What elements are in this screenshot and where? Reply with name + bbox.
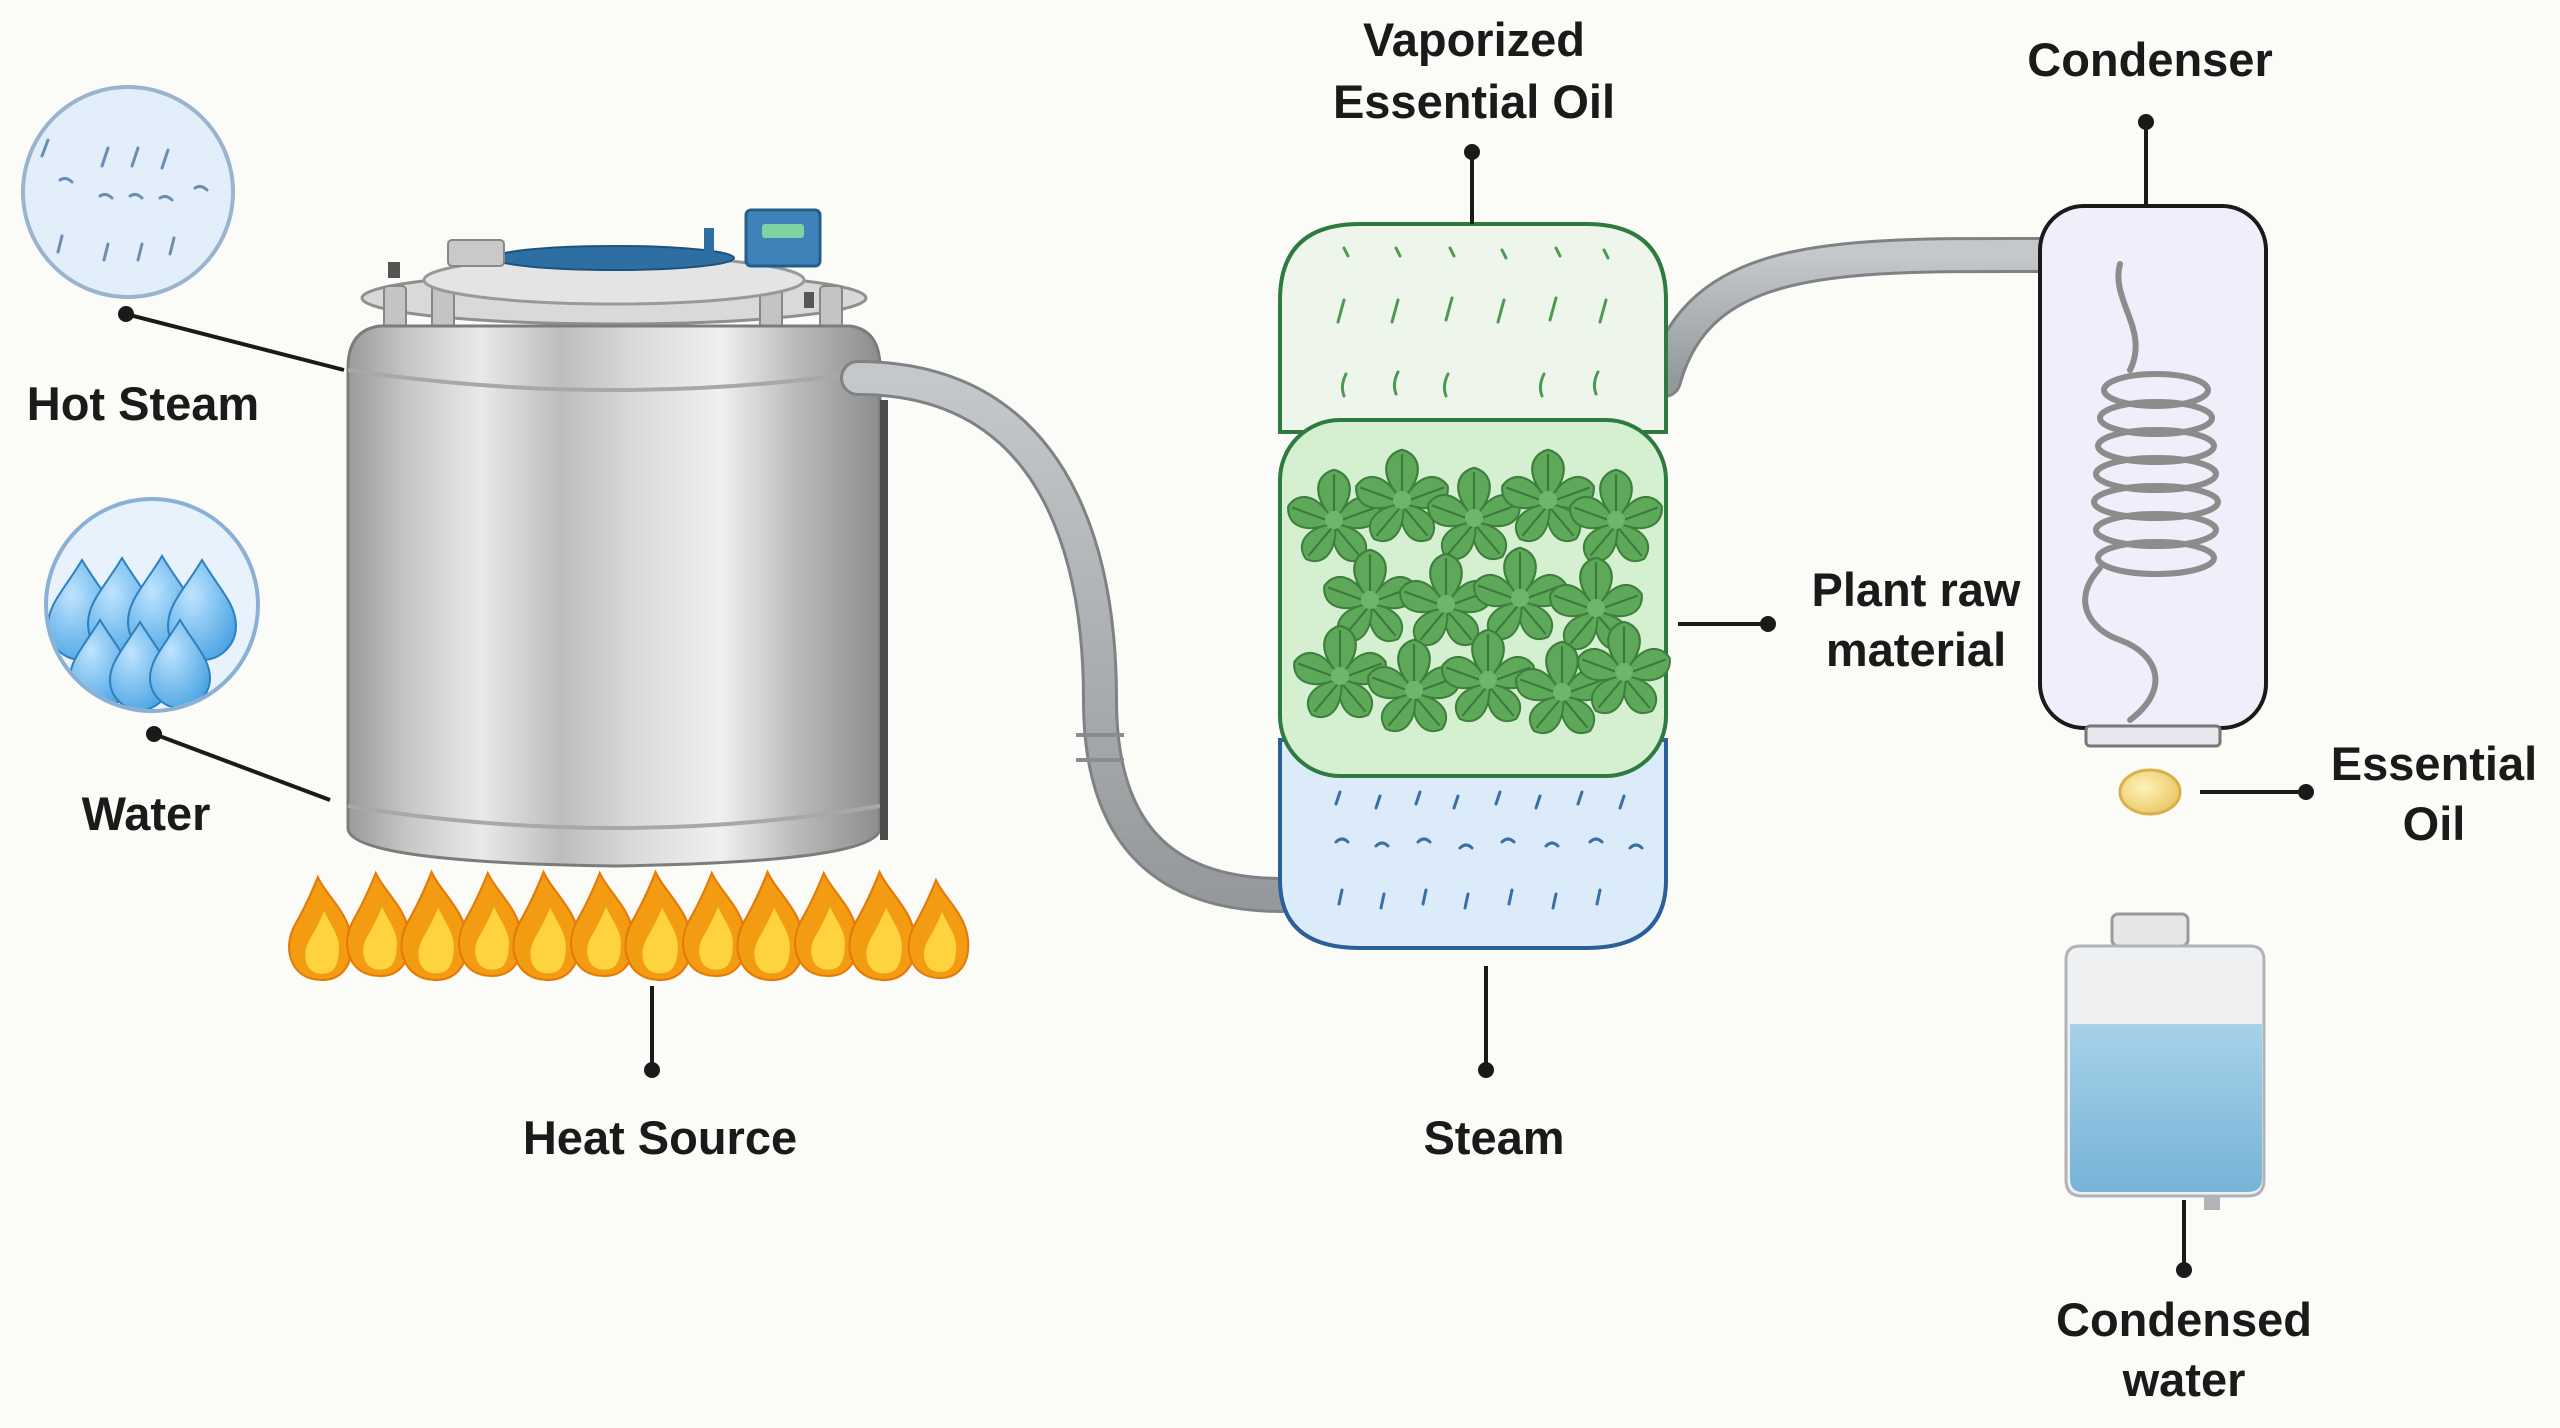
vaporized-leader-dot	[1464, 144, 1480, 160]
condenser	[2038, 204, 2268, 748]
water-label: Water	[82, 787, 211, 840]
hot-steam-leader-line	[125, 312, 345, 372]
condenser-leader-dot	[2138, 114, 2154, 130]
vaporized-label-line1: Vaporized	[1363, 13, 1585, 66]
heat-source-leader-dot	[644, 1062, 660, 1078]
steam-tank-icon	[346, 208, 888, 868]
essential-oil-label-line1: Essential	[2331, 737, 2537, 790]
hot-steam-leader-dot	[118, 306, 134, 322]
flame-icon	[288, 871, 970, 982]
plant-label-line1: Plant raw	[1812, 563, 2021, 616]
steam-marks	[1334, 790, 1644, 910]
vapor-zone	[1278, 222, 1668, 434]
coil-icon	[2082, 261, 2221, 723]
essential-oil-leader-dot	[2298, 784, 2314, 800]
hot-steam-label: Hot Steam	[27, 377, 259, 430]
hot-steam-icon	[21, 85, 235, 299]
vaporized-label-line2: Essential Oil	[1333, 75, 1615, 128]
leaf-icon	[1283, 450, 1675, 740]
water-drops-icon	[44, 497, 260, 713]
heat-source-label: Heat Source	[523, 1111, 797, 1164]
distillation-column	[1278, 222, 1675, 950]
vapor-marks	[1336, 246, 1610, 398]
water-jug-icon	[2064, 912, 2266, 1210]
plant-leader-dot	[1760, 616, 1776, 632]
essential-oil-label-line2: Oil	[2403, 797, 2466, 850]
condensed-water-label-line2: water	[2122, 1353, 2246, 1406]
condenser-label: Condenser	[2027, 33, 2273, 86]
steam-zone	[1278, 738, 1668, 950]
pipe-column-to-condenser	[1646, 236, 2068, 398]
steam-label: Steam	[1423, 1111, 1564, 1164]
water-leader-dot	[146, 726, 162, 742]
oil-drop-icon	[2118, 768, 2182, 816]
condensed-water-label-line1: Condensed	[2056, 1293, 2312, 1346]
water-leader-line	[153, 732, 331, 802]
plant-label-line2: material	[1826, 623, 2006, 676]
pipe-tank-to-column	[840, 360, 1300, 913]
steam-leader-dot	[1478, 1062, 1494, 1078]
condensed-water-leader-dot	[2176, 1262, 2192, 1278]
